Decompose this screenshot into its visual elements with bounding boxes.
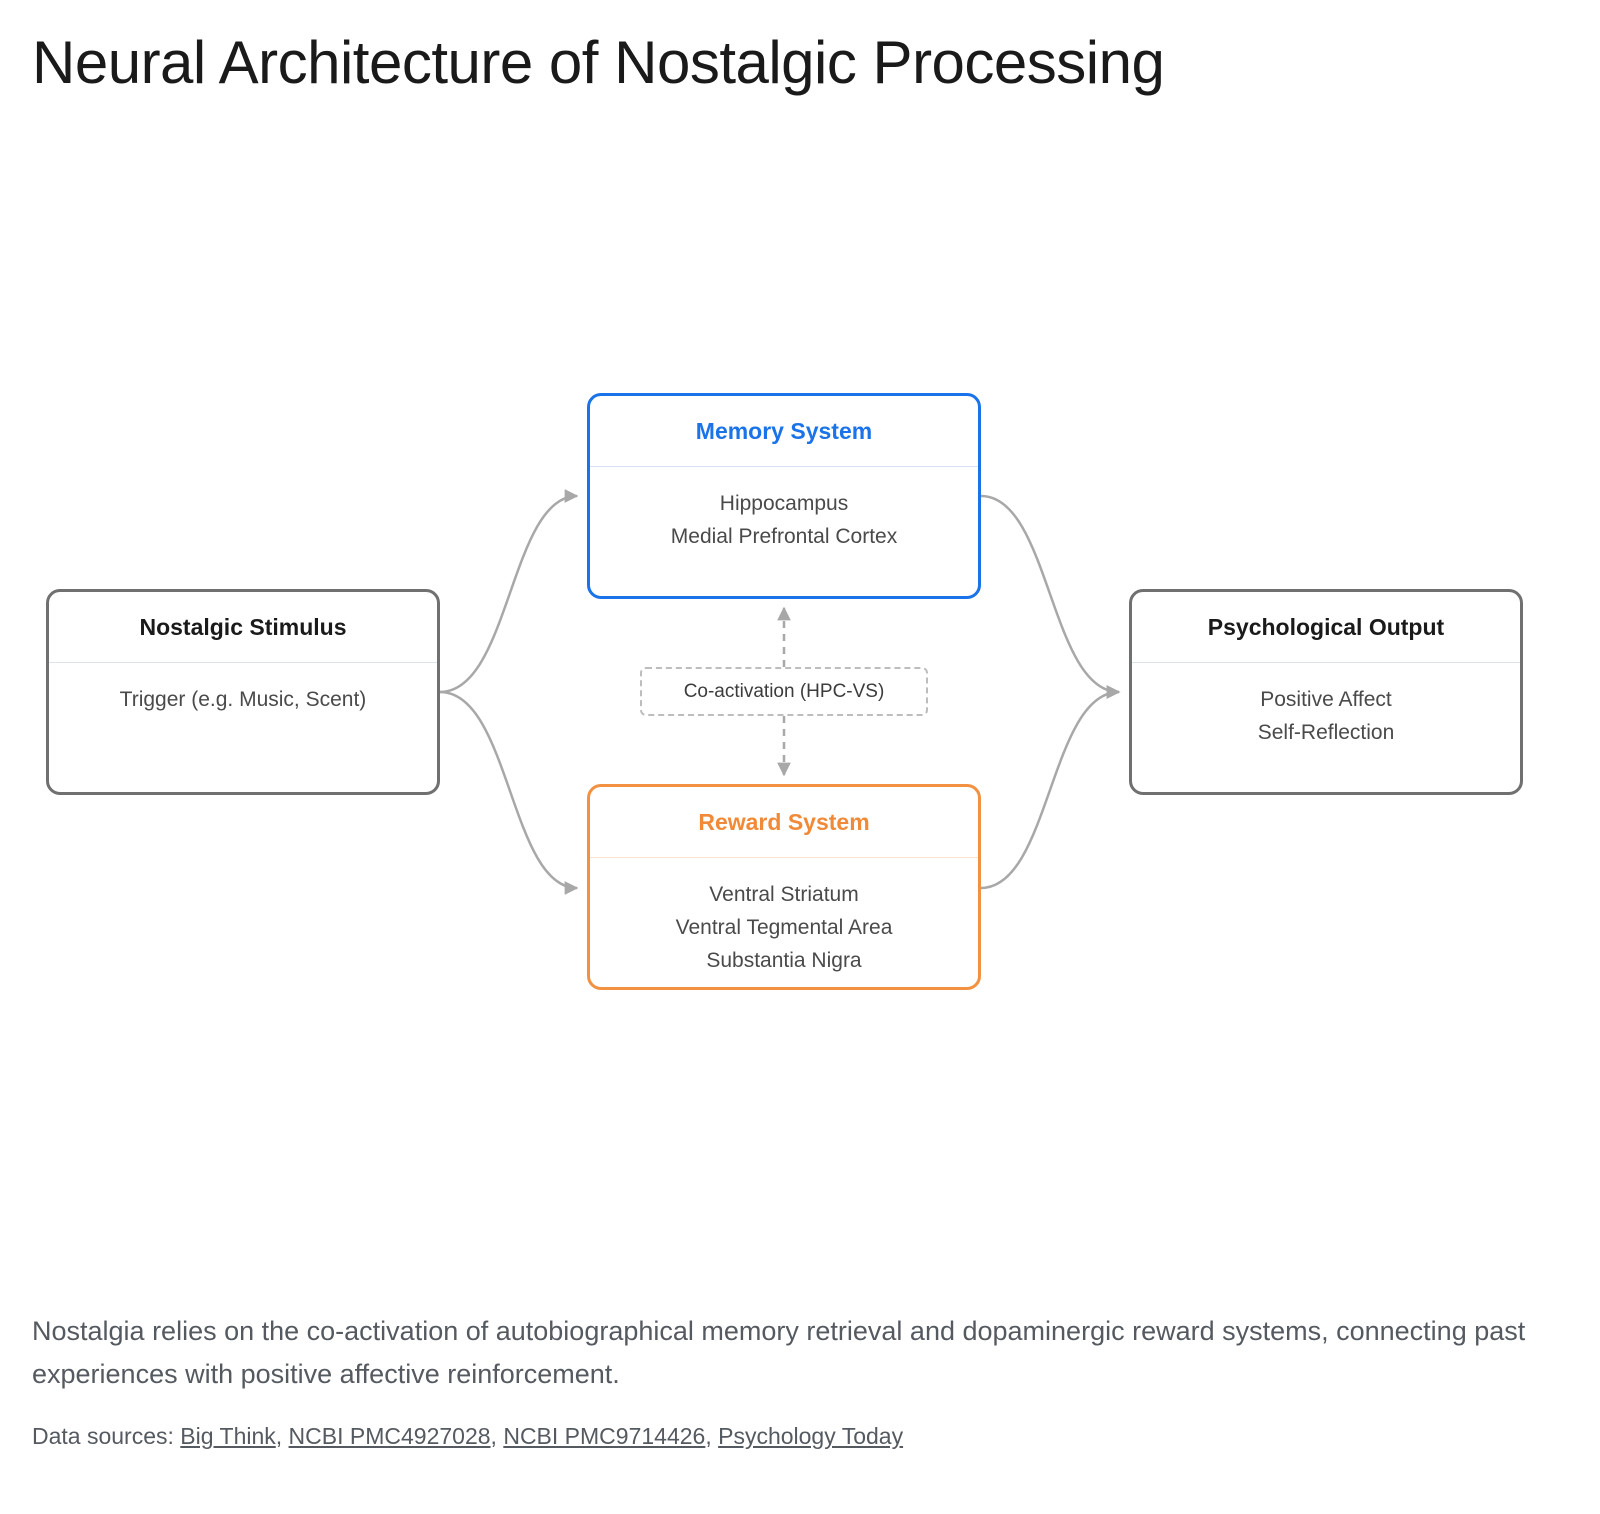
node-line: Substantia Nigra — [706, 949, 862, 972]
source-link-ncbi-pmc4927028[interactable]: NCBI PMC4927028 — [288, 1423, 491, 1449]
node-line: Ventral Tegmental Area — [675, 916, 893, 939]
node-title: Reward System — [590, 787, 978, 858]
node-line: Self-Reflection — [1257, 721, 1395, 744]
source-link-psychology-today[interactable]: Psychology Today — [718, 1423, 904, 1449]
connector-stimulus-reward — [439, 690, 579, 895]
node-body: Ventral Striatum Ventral Tegmental Area … — [590, 858, 978, 977]
node-body: Trigger (e.g. Music, Scent) — [49, 663, 437, 716]
node-line: Hippocampus — [719, 492, 849, 515]
node-line: Positive Affect — [1260, 688, 1392, 711]
node-line: Trigger (e.g. Music, Scent) — [119, 688, 367, 711]
source-link-ncbi-pmc9714426[interactable]: NCBI PMC9714426 — [503, 1423, 706, 1449]
sources-prefix: Data sources: — [32, 1423, 181, 1449]
node-body: Hippocampus Medial Prefrontal Cortex — [590, 467, 978, 553]
connector-stimulus-memory — [439, 489, 579, 694]
node-title: Psychological Output — [1132, 592, 1520, 663]
node-reward-system: Reward System Ventral Striatum Ventral T… — [587, 784, 981, 990]
node-memory-system: Memory System Hippocampus Medial Prefron… — [587, 393, 981, 599]
node-body: Positive Affect Self-Reflection — [1132, 663, 1520, 749]
sources-separator: , — [490, 1423, 504, 1449]
connector-reward-output — [980, 685, 1121, 890]
node-title: Memory System — [590, 396, 978, 467]
coactivation-label: Co-activation (HPC-VS) — [640, 667, 928, 716]
page-title: Neural Architecture of Nostalgic Process… — [32, 29, 1165, 96]
node-psychological-output: Psychological Output Positive Affect Sel… — [1129, 589, 1523, 795]
sources-separator: , — [275, 1423, 289, 1449]
source-link-big-think[interactable]: Big Think — [180, 1423, 276, 1449]
node-nostalgic-stimulus: Nostalgic Stimulus Trigger (e.g. Music, … — [46, 589, 440, 795]
diagram-caption: Nostalgia relies on the co-activation of… — [32, 1316, 1526, 1389]
connector-memory-output — [980, 494, 1121, 699]
node-line: Medial Prefrontal Cortex — [670, 525, 898, 548]
node-title: Nostalgic Stimulus — [49, 592, 437, 663]
node-line: Ventral Striatum — [709, 883, 859, 906]
sources-separator: , — [705, 1423, 719, 1449]
data-sources: Data sources: Big Think, NCBI PMC4927028… — [32, 1420, 903, 1452]
